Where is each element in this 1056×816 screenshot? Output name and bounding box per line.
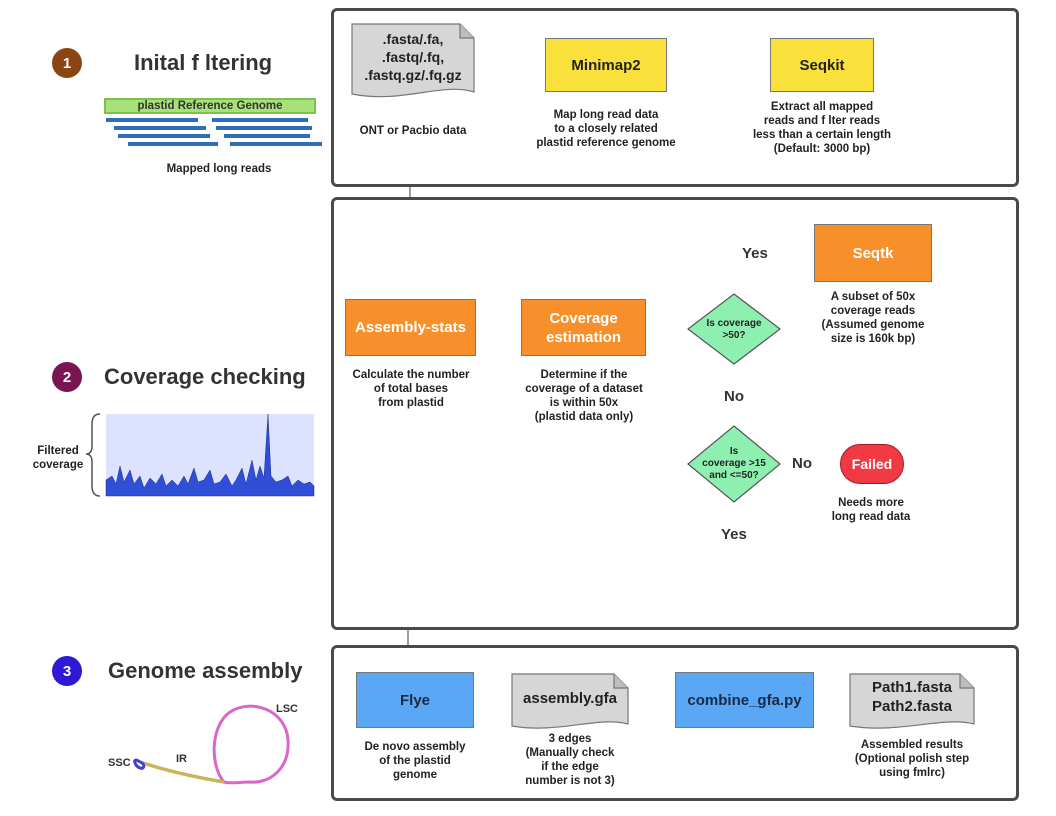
seqtk-caption: A subset of 50x coverage reads (Assumed … [821,291,925,345]
section-title-initial-filtering: Inital f ltering [134,50,273,75]
ir-segment [139,760,225,784]
lsc-label: LSC [276,703,298,715]
mapped-read [114,126,206,130]
failed-terminal: Failed [840,444,904,484]
mapped-read [118,134,210,138]
mapped-read [128,142,218,146]
ir-label: IR [176,753,187,765]
assembly-stats-label: Assembly-stats [355,319,466,336]
step-number-badge-2: 2 [52,362,82,392]
decision-coverage-over-50-text: Is coverage >50? [706,318,762,341]
mapped-reads-illustration [106,118,322,146]
assembly-graph-illustration: LSC SSC IR [108,703,298,785]
ssc-label: SSC [108,757,131,769]
edge-label-no-right: No [790,455,814,472]
failed-caption: Needs more long read data [831,497,911,523]
lsc-loop [212,704,290,785]
assembly-stats-step: Assembly-stats [345,299,476,356]
reference-genome-bar: plastid Reference Genome [104,98,316,114]
step-number-badge-1: 1 [52,48,82,78]
input-format-line: .fastq/.fq, [381,49,445,65]
ssc-loop [133,758,146,770]
flye-label: Flye [399,691,430,709]
input-file-formats: .fasta/.fa, .fastq/.fq, .fastq.gz/.fq.gz [350,30,476,84]
coverage-plot [86,413,315,497]
seqkit-label: Seqkit [799,56,845,74]
seqtk-step: Seqtk [814,224,932,282]
coverage-estimation-label: estimation [545,328,621,346]
coverage-estimation-step: Coverage estimation [521,299,646,356]
coverage-estimation-caption: Determine if the coverage of a dataset i… [525,369,643,423]
mapped-read [230,142,322,146]
coverage-estimation-label: Coverage [549,309,618,327]
path-file-line: Path1.fasta [871,679,953,696]
seqtk-label: Seqtk [852,244,894,262]
decision-coverage-15-to-50-text: Is coverage >15 and <=50? [702,446,766,481]
reference-genome-label: plastid Reference Genome [137,100,283,112]
combine-gfa-label: combine_gfa.py [687,691,802,709]
mapped-read [212,118,308,122]
assembly-gfa-caption: 3 edges (Manually check if the edge numb… [525,733,615,787]
coverage-area [105,413,315,497]
filtered-coverage-label: Filtered coverage [32,445,84,471]
section-title-coverage-checking: Coverage checking [104,364,306,389]
assembly-stats-caption: Calculate the number of total bases from… [352,369,470,409]
paths-fasta-document-icon [849,673,975,729]
edge-label-yes-top: Yes [740,245,770,262]
mapped-read [106,118,198,122]
brace-icon [86,413,101,497]
minimap2-caption: Map long read data to a closely related … [536,109,676,149]
path-file-line: Path2.fasta [871,698,953,715]
decision-coverage-15-to-50 [687,425,781,503]
minimap2-step: Minimap2 [545,38,667,92]
mapped-read [224,134,310,138]
input-format-line: .fasta/.fa, [382,31,444,47]
mapped-read [216,126,312,130]
mapped-reads-caption: Mapped long reads [166,163,272,175]
seqkit-caption: Extract all mapped reads and f lter read… [752,101,892,155]
combine-gfa-step: combine_gfa.py [675,672,814,728]
flye-step: Flye [356,672,474,728]
input-format-line: .fastq.gz/.fq.gz [364,67,462,83]
paths-fasta-labels: Path1.fasta Path2.fasta [848,678,976,716]
failed-label: Failed [851,456,893,472]
assembly-gfa-label: assembly.gfa [523,690,617,707]
decision-coverage-over-50 [687,293,781,365]
input-file-document-icon [351,23,475,98]
assembly-gfa-document-icon [511,673,629,729]
step-number-badge-3: 3 [52,656,82,686]
minimap2-label: Minimap2 [571,56,641,74]
seqkit-step: Seqkit [770,38,874,92]
input-data-caption: ONT or Pacbio data [359,125,467,137]
flye-caption: De novo assembly of the plastid genome [364,741,466,781]
section-title-genome-assembly: Genome assembly [108,658,303,683]
edge-label-no-mid: No [722,388,746,405]
edge-label-yes-bottom: Yes [719,526,749,543]
paths-fasta-caption: Assembled results (Optional polish step … [854,739,970,779]
